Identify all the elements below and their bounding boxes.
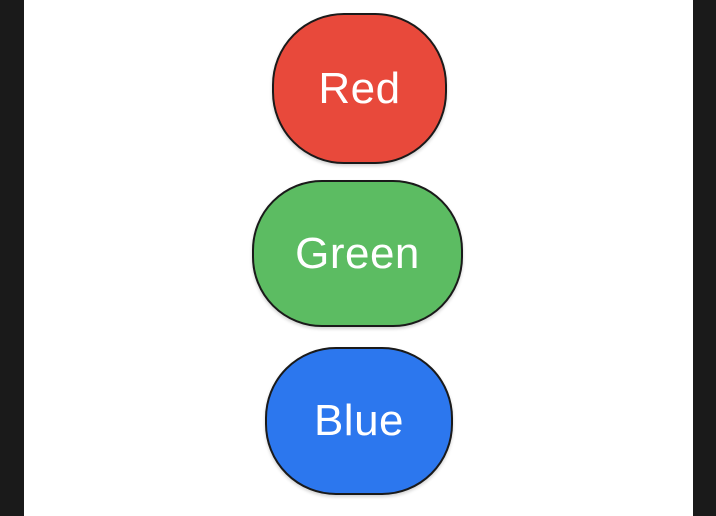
letterbox-left <box>0 0 24 516</box>
node-label-red: Red <box>318 63 401 113</box>
node-label-blue: Blue <box>313 396 405 445</box>
diagram-node-blue: Blue <box>265 347 453 495</box>
letterbox-right <box>693 0 716 516</box>
diagram-node-red: Red <box>272 13 447 164</box>
diagram-node-green: Green <box>252 180 463 327</box>
node-label-green: Green <box>295 228 420 278</box>
